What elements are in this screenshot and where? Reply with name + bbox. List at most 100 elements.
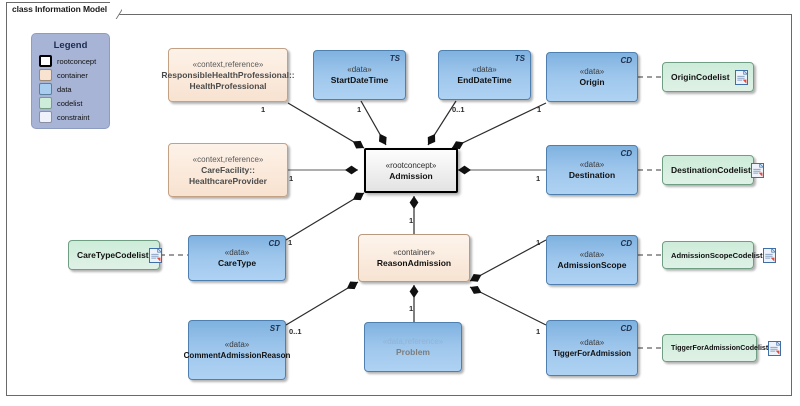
link-caretype-admission (285, 192, 365, 241)
stereotype: «context,reference» (192, 154, 264, 164)
link-tigger-reasonadmission (469, 285, 547, 326)
multiplicity-destination: 1 (536, 174, 541, 183)
class-problem[interactable]: «data,reference» Problem (364, 322, 462, 372)
type-marker: CD (620, 239, 632, 248)
class-name-line2: HealthcareProvider (189, 175, 267, 186)
legend-swatch-constraint (39, 111, 52, 123)
diagram-title: class Information Model (12, 4, 107, 14)
class-admission-scope[interactable]: CD «data» AdmissionScope (546, 235, 638, 285)
legend-swatch-container (39, 69, 52, 81)
stereotype: «data» (579, 160, 605, 169)
multiplicity-enddatetime: 0..1 (452, 105, 465, 114)
class-name: EndDateTime (457, 75, 512, 85)
legend-label-constraint: constraint (57, 112, 90, 122)
class-tigger-for-admission[interactable]: CD «data» TiggerForAdmission (546, 320, 638, 376)
legend-swatch-data (39, 83, 52, 95)
multiplicity-startdatetime: 1 (357, 105, 362, 114)
multiplicity-carefacility: 1 (289, 174, 294, 183)
class-name-line2: HealthProfessional (189, 80, 267, 91)
class-admission-scope-codelist[interactable]: AdmissionScopeCodelist (662, 241, 776, 269)
class-name: ResponsibleHealthProfessional:: (161, 69, 295, 80)
type-marker: TS (389, 54, 400, 63)
class-name: OriginCodelist (671, 71, 730, 82)
class-name: TiggerForAdmission (552, 349, 632, 358)
class-name: CareType (217, 258, 257, 268)
link-comment-reasonadmission (285, 281, 359, 326)
type-marker: CD (620, 149, 632, 158)
multiplicity-responsible: 1 (261, 105, 266, 114)
class-tigger-for-admission-codelist[interactable]: TiggerForAdmissionCodelist (662, 334, 782, 362)
class-name: Problem (395, 347, 430, 357)
class-name: CareFacility:: (201, 164, 255, 175)
document-icon (762, 247, 776, 263)
multiplicity-caretype: 1 (288, 238, 293, 247)
diagram-frame (6, 14, 792, 396)
stereotype: «data,reference» (382, 337, 444, 346)
class-care-type[interactable]: CD «data» CareType (188, 235, 286, 281)
link-startdatetime-admission (360, 100, 387, 146)
type-marker: TS (514, 54, 525, 63)
diagram-title-tab: class Information Model (6, 2, 112, 18)
legend-item-codelist: codelist (39, 97, 109, 109)
legend-panel: Legend rootconcept container data codeli… (31, 33, 110, 129)
class-name: ReasonAdmission (376, 258, 452, 268)
link-responsible-admission (287, 102, 365, 149)
legend-title: Legend (53, 40, 88, 51)
multiplicity-tigger: 1 (536, 327, 541, 336)
type-marker: CD (620, 324, 632, 333)
multiplicity-admissionscope: 1 (536, 238, 541, 247)
class-end-date-time[interactable]: TS «data» EndDateTime (438, 50, 531, 100)
multiplicity-reasonadmission: 1 (409, 216, 414, 225)
class-start-date-time[interactable]: TS «data» StartDateTime (313, 50, 406, 100)
stereotype: «rootconcept» (385, 160, 437, 170)
legend-label-container: container (57, 70, 88, 80)
class-name: AdmissionScopeCodelist (671, 250, 763, 260)
link-admissionscope-reasonadmission (469, 239, 547, 282)
class-destination-codelist[interactable]: DestinationCodelist (662, 155, 765, 185)
class-name: Origin (579, 77, 605, 87)
document-icon (735, 69, 749, 85)
class-origin-codelist[interactable]: OriginCodelist (662, 62, 754, 92)
class-name: AdmissionScope (557, 260, 627, 270)
legend-item-data: data (39, 83, 109, 95)
type-marker: CD (620, 56, 632, 65)
legend-item-constraint: constraint (39, 111, 109, 123)
link-enddatetime-admission (427, 100, 457, 146)
stereotype: «data» (472, 65, 497, 74)
legend-swatch-rootconcept (39, 55, 52, 67)
legend-item-rootconcept: rootconcept (39, 55, 109, 67)
class-care-facility[interactable]: «context,reference» CareFacility:: Healt… (168, 143, 288, 197)
legend-label-codelist: codelist (57, 98, 83, 108)
document-icon (768, 340, 782, 356)
class-care-type-codelist[interactable]: CareTypeCodelist (68, 240, 162, 270)
stereotype: «data» (347, 65, 372, 74)
legend-label-rootconcept: rootconcept (57, 56, 97, 66)
document-icon (148, 247, 162, 263)
class-name: StartDateTime (330, 75, 389, 85)
legend-item-container: container (39, 69, 109, 81)
title-tab-slant (110, 2, 122, 19)
stereotype: «data» (224, 340, 250, 349)
multiplicity-comment: 0..1 (289, 327, 302, 336)
class-name: TiggerForAdmissionCodelist (671, 343, 769, 352)
type-marker: ST (269, 324, 280, 333)
class-destination[interactable]: CD «data» Destination (546, 145, 638, 195)
legend-swatch-codelist (39, 97, 52, 109)
stereotype: «data» (579, 67, 605, 76)
class-origin[interactable]: CD «data» Origin (546, 52, 638, 102)
class-responsible-health-professional[interactable]: «context,reference» ResponsibleHealthPro… (161, 48, 295, 102)
class-comment-admission-reason[interactable]: ST «data» CommentAdmissionReason (184, 320, 290, 380)
class-name: Admission (389, 170, 433, 181)
multiplicity-problem: 1 (409, 304, 414, 313)
stereotype: «context,reference» (192, 59, 264, 69)
class-name: CommentAdmissionReason (183, 351, 291, 360)
legend-label-data: data (57, 84, 72, 94)
class-reason-admission[interactable]: «container» ReasonAdmission (358, 234, 470, 282)
multiplicity-origin: 1 (537, 105, 542, 114)
stereotype: «container» (393, 248, 435, 257)
stereotype: «data» (224, 248, 250, 257)
class-admission[interactable]: «rootconcept» Admission (364, 148, 458, 193)
class-name: CareTypeCodelist (77, 249, 149, 260)
stereotype: «data» (579, 250, 605, 259)
